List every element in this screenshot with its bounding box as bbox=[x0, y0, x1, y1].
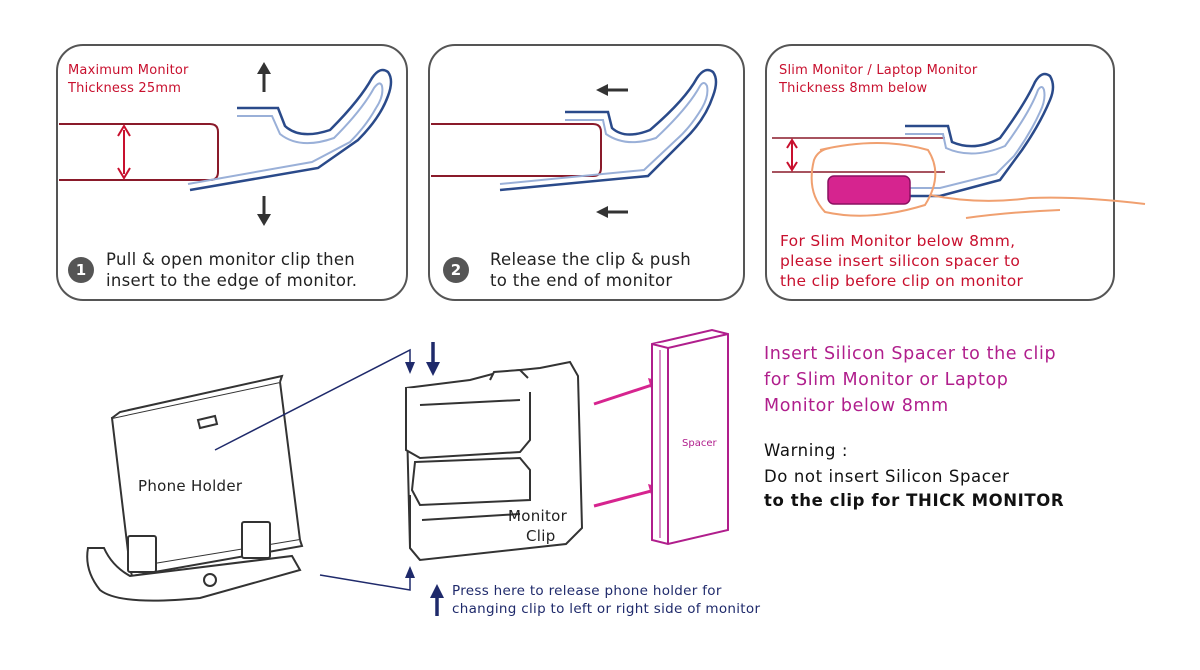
slim-monitor-note-line1: Slim Monitor / Laptop Monitor bbox=[779, 63, 978, 78]
press-release-line1: Press here to release phone holder for bbox=[452, 583, 722, 599]
step-2-line2: to the end of monitor bbox=[490, 271, 673, 290]
phone-holder-label: Phone Holder bbox=[138, 477, 243, 495]
step-2-badge: 2 bbox=[443, 257, 469, 283]
insert-spacer-line1: Insert Silicon Spacer to the clip bbox=[764, 344, 1057, 364]
panel-3-drawing bbox=[772, 72, 1146, 219]
slim-monitor-note-line2: Thickness 8mm below bbox=[779, 81, 928, 96]
spacer-label: Spacer bbox=[682, 438, 717, 449]
monitor-clip-drawing bbox=[404, 360, 584, 562]
phone-holder-drawing bbox=[86, 374, 304, 602]
insert-spacer-line2: for Slim Monitor or Laptop bbox=[764, 370, 1009, 390]
slim-instruction-line1: For Slim Monitor below 8mm, bbox=[780, 232, 1016, 250]
panel-1-frame bbox=[56, 44, 408, 301]
monitor-clip-label-line1: Monitor bbox=[508, 507, 568, 525]
press-release-line2: changing clip to left or right side of m… bbox=[452, 601, 761, 617]
warning-title: Warning : bbox=[764, 441, 849, 460]
silicon-spacer-small bbox=[827, 175, 911, 205]
max-thickness-note-line2: Thickness 25mm bbox=[68, 81, 182, 96]
panel-2-frame bbox=[428, 44, 745, 301]
monitor-clip-label-line2: Clip bbox=[526, 527, 556, 545]
step-1-line2: insert to the edge of monitor. bbox=[106, 271, 358, 290]
panel-2-drawing bbox=[431, 68, 718, 218]
panel-1-drawing bbox=[59, 62, 393, 226]
step-1-line1: Pull & open monitor clip then bbox=[106, 250, 356, 269]
insert-spacer-line3: Monitor below 8mm bbox=[764, 396, 949, 416]
warning-line1: Do not insert Silicon Spacer bbox=[764, 467, 1010, 486]
silicon-spacer-drawing bbox=[651, 328, 729, 546]
step-2-line1: Release the clip & push bbox=[490, 250, 691, 269]
slim-instruction-line2: please insert silicon spacer to bbox=[780, 252, 1021, 270]
max-thickness-note-line1: Maximum Monitor bbox=[68, 63, 189, 78]
step-1-badge: 1 bbox=[68, 257, 94, 283]
slim-instruction-line3: the clip before clip on monitor bbox=[780, 272, 1024, 290]
warning-line2: to the clip for THICK MONITOR bbox=[764, 491, 1065, 510]
